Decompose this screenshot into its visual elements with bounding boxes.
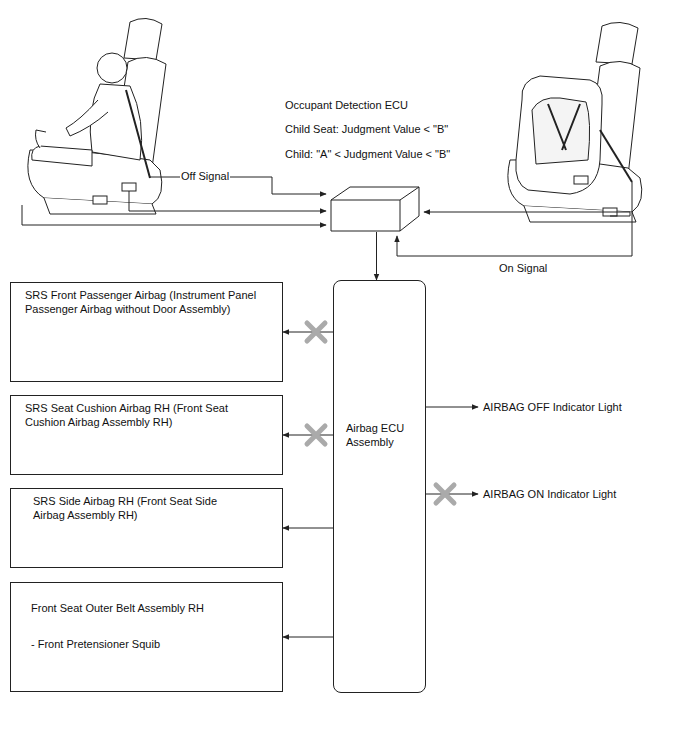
signal-name: Off Signal bbox=[180, 170, 230, 183]
component-text: SRS Front Passenger Airbag (Instrument P… bbox=[25, 288, 270, 317]
connector bbox=[283, 332, 333, 333]
ecu-name: Occupant Detection ECU bbox=[285, 98, 408, 112]
component-text: Front Seat Outer Belt Assembly RH bbox=[31, 601, 271, 615]
ecu-3d-box bbox=[330, 186, 420, 232]
component-box: SRS Front Passenger Airbag (Instrument P… bbox=[10, 282, 283, 382]
component-text: SRS Side Airbag RH (Front Seat Side Airb… bbox=[33, 494, 243, 523]
connector bbox=[283, 637, 333, 638]
judgment-note: Child Seat: Judgment Value < "B" bbox=[285, 122, 448, 136]
judgment-note: Child: "A" < Judgment Value < "B" bbox=[285, 147, 450, 161]
connector bbox=[376, 232, 377, 280]
component-box: SRS Side Airbag RH (Front Seat Side Airb… bbox=[10, 488, 283, 568]
component-box: Front Seat Outer Belt Assembly RH - Front… bbox=[10, 582, 283, 692]
indicator-name: AIRBAG OFF Indicator Light bbox=[482, 401, 623, 414]
indicator-name: AIRBAG ON Indicator Light bbox=[482, 488, 617, 501]
component-box: Airbag ECU Assembly bbox=[333, 280, 426, 693]
component-text: - Front Pretensioner Squib bbox=[31, 637, 271, 651]
seat-with-child-seat bbox=[508, 22, 642, 222]
ecu-box: Occupant Detection ECUChild Seat: Judgme… bbox=[330, 186, 420, 232]
component-text: SRS Seat Cushion Airbag RH (Front Seat C… bbox=[25, 401, 255, 430]
component-text: Airbag ECU Assembly bbox=[346, 421, 416, 450]
seat-with-adult bbox=[28, 18, 166, 214]
signal-name: On Signal bbox=[498, 262, 548, 275]
component-box: SRS Seat Cushion Airbag RH (Front Seat C… bbox=[10, 395, 283, 475]
connector bbox=[283, 528, 333, 529]
connector bbox=[283, 435, 333, 436]
